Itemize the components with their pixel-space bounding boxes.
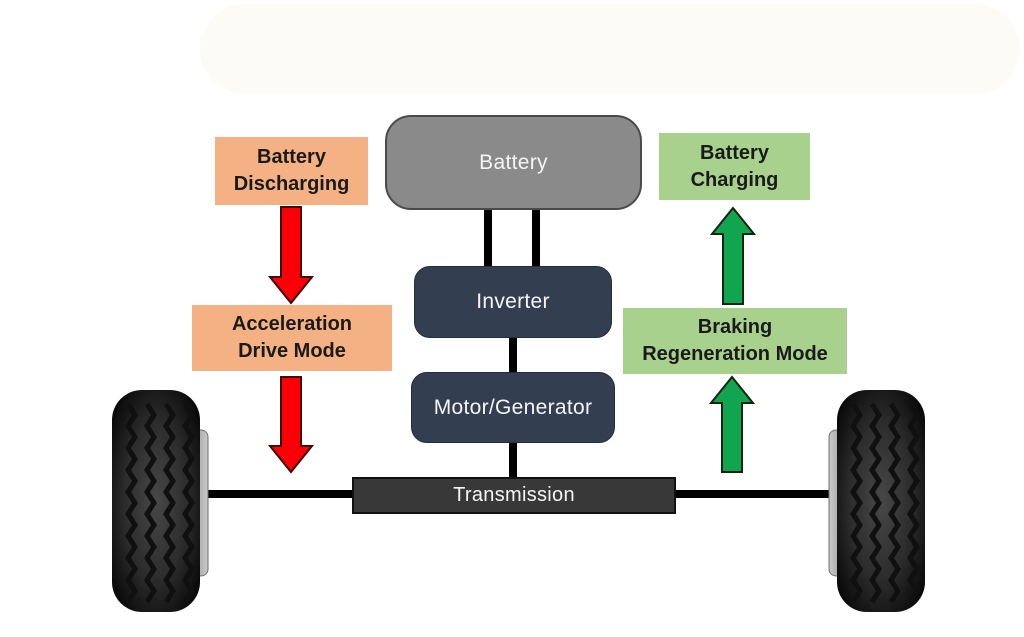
left-wheel-tire <box>112 390 200 612</box>
motor-transmission-shaft <box>509 441 517 479</box>
motor-generator-node: Motor/Generator <box>411 372 615 443</box>
inverter-node: Inverter <box>414 266 612 338</box>
green-up-arrow-bottom <box>708 375 756 473</box>
battery-inverter-wire-left <box>484 208 492 268</box>
red-down-arrow-top <box>267 206 315 305</box>
transmission-node: Transmission <box>352 477 676 514</box>
battery-inverter-wire-right <box>532 208 540 268</box>
green-up-arrow-top <box>709 206 757 305</box>
right-axle <box>674 490 840 498</box>
left-wheel <box>112 390 209 612</box>
right-wheel-tread <box>850 402 920 604</box>
battery-node: Battery <box>385 115 642 210</box>
background-artifact <box>200 4 1020 94</box>
red-down-arrow-bottom <box>267 376 315 474</box>
braking-regeneration-mode-label: Braking Regeneration Mode <box>623 308 847 374</box>
right-wheel-tire <box>837 390 925 612</box>
inverter-motor-wire <box>509 336 517 374</box>
left-wheel-tread <box>125 402 195 604</box>
right-wheel <box>828 390 925 612</box>
acceleration-drive-mode-label: Acceleration Drive Mode <box>192 305 392 371</box>
battery-discharging-label: Battery Discharging <box>215 137 368 205</box>
left-axle <box>198 490 354 498</box>
battery-charging-label: Battery Charging <box>659 133 810 200</box>
